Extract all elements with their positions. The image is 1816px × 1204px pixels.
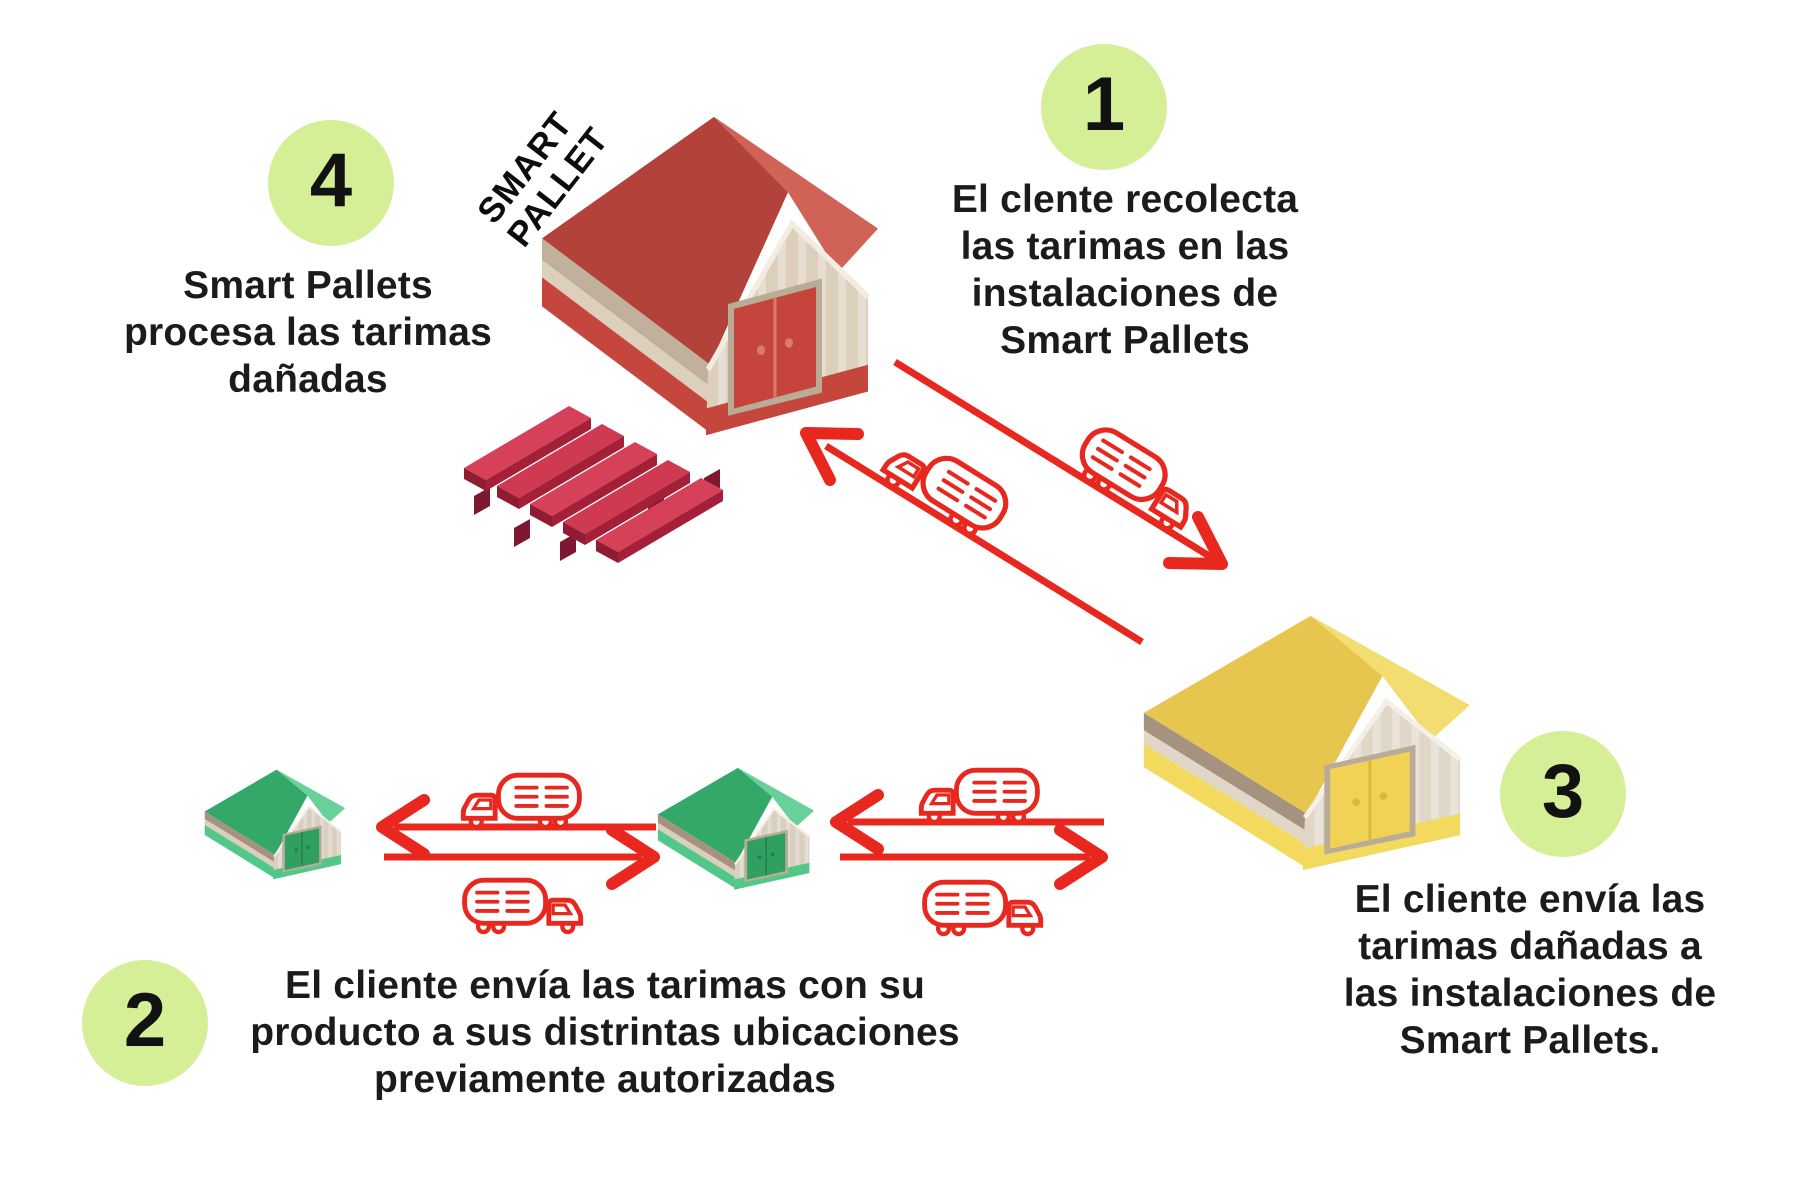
step-3-badge: 3 xyxy=(1500,731,1626,857)
step-1-badge: 1 xyxy=(1041,44,1167,170)
delivery-truck-icon xyxy=(921,770,1037,822)
client-location-green-warehouse-icon xyxy=(657,767,815,890)
pallet-icon xyxy=(464,406,723,563)
step-2-badge: 2 xyxy=(82,960,208,1086)
step-4-badge: 4 xyxy=(268,120,394,246)
step-1-text: El clente recolecta las tarimas en las i… xyxy=(951,178,1299,362)
step-2-text: El cliente envía las tarimas con su prod… xyxy=(250,964,960,1101)
client-yellow-warehouse-icon xyxy=(1143,615,1470,871)
step-3-text: El cliente envía las tarimas dañadas a l… xyxy=(1343,878,1717,1062)
client-location-green-warehouse-icon xyxy=(204,769,346,880)
arrow-to-red-icon xyxy=(800,427,1144,645)
arrow-right-icon xyxy=(840,824,1108,890)
arrow-left-icon xyxy=(830,789,1104,855)
delivery-truck-icon xyxy=(1070,422,1205,535)
delivery-truck-icon xyxy=(463,775,579,827)
delivery-truck-icon xyxy=(925,882,1041,934)
delivery-truck-icon xyxy=(465,880,581,932)
arrow-right-icon xyxy=(384,824,660,890)
step-4-text: Smart Pallets procesa las tarimas dañada… xyxy=(123,264,493,401)
